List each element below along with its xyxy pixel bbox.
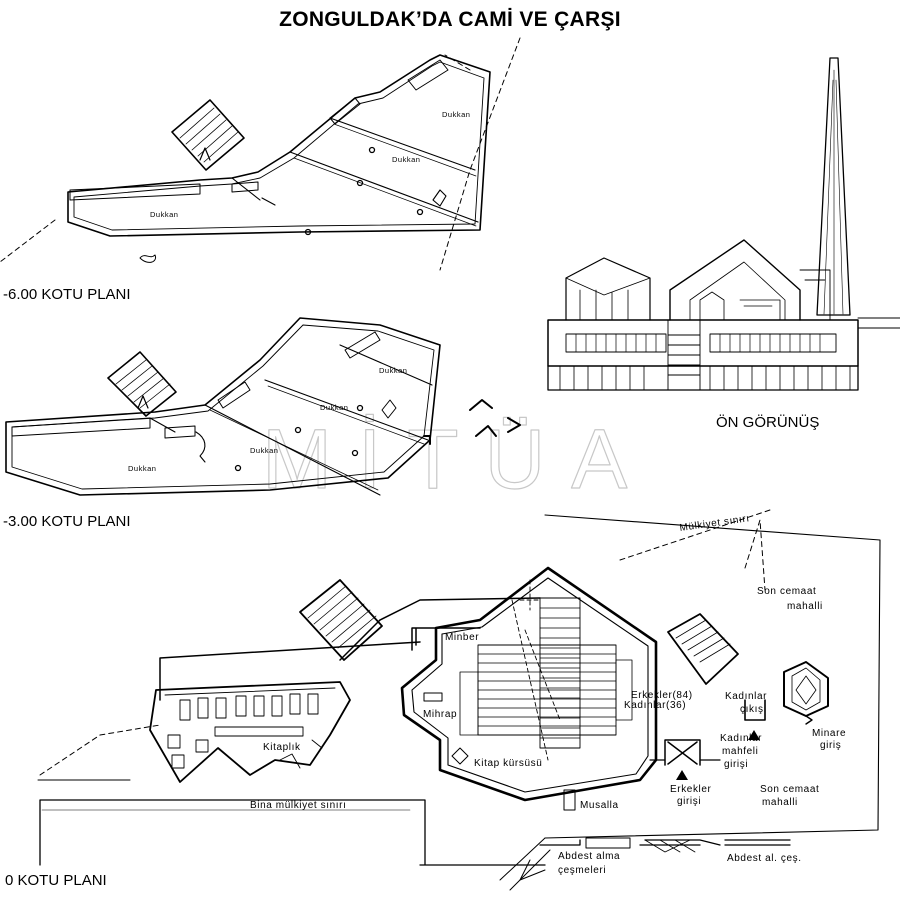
label-mihrap: Mihrap bbox=[423, 709, 457, 720]
label-son-cemaat-bottom: Son cemaat bbox=[760, 784, 819, 795]
caption-elevation: ÖN GÖRÜNÜŞ bbox=[716, 414, 820, 431]
label-mulkiyet: Mülkiyet sınırı bbox=[679, 513, 751, 534]
label-kadinlar-mahfeli: Kadınlar bbox=[720, 733, 762, 744]
caption-minus-3: -3.00 KOTU PLANI bbox=[3, 513, 131, 530]
label-son-cemaat-top: mahalli bbox=[787, 601, 823, 612]
label-bina-mulkiyet: Bina mülkiyet sınırı bbox=[250, 800, 346, 811]
plan-ground: Mülkiyet sınırı Son cemaat mahalli Minbe… bbox=[37, 509, 881, 891]
label-abdest-right: Abdest al. çeş. bbox=[727, 853, 802, 864]
caption-minus-6: -6.00 KOTU PLANI bbox=[3, 286, 131, 303]
plan-minus-3: Dukkan Dukkan Dukkan Dukkan bbox=[5, 317, 521, 496]
label-erkekler: Erkekler(84) bbox=[631, 690, 693, 701]
label-erkekler-girisi: girişi bbox=[677, 796, 701, 807]
label-kadinlar-cikis: Kadınlar bbox=[725, 691, 767, 702]
label-minare: giriş bbox=[820, 740, 841, 751]
label-erkekler-girisi: Erkekler bbox=[670, 784, 712, 795]
room-label: Dukkan bbox=[250, 446, 278, 455]
stair-icon bbox=[299, 579, 383, 661]
label-abdest: çeşmeleri bbox=[558, 865, 606, 876]
stair-icon bbox=[667, 613, 739, 685]
label-abdest: Abdest alma bbox=[558, 851, 620, 862]
plan-minus-6: Dukkan Dukkan Dukkan bbox=[0, 37, 521, 271]
sheet-title: ZONGULDAK’DA CAMİ VE ÇARŞI bbox=[279, 8, 621, 31]
stair-icon bbox=[107, 351, 177, 417]
room-label: Dukkan bbox=[150, 210, 178, 219]
label-kitaplik: Kitaplık bbox=[263, 742, 301, 753]
label-kadinlar-mahfeli: girişi bbox=[724, 759, 748, 770]
room-label: Dukkan bbox=[392, 155, 420, 164]
label-son-cemaat-bottom: mahalli bbox=[762, 797, 798, 808]
minaret-plan bbox=[783, 661, 829, 725]
stair-icon bbox=[171, 99, 245, 171]
room-label: Dukkan bbox=[320, 403, 348, 412]
watermark: MİTÜA bbox=[262, 412, 653, 506]
label-kitap-kursusu: Kitap kürsüsü bbox=[474, 758, 542, 769]
room-label: Dukkan bbox=[379, 366, 407, 375]
label-musalla: Musalla bbox=[580, 800, 619, 811]
caption-ground: 0 KOTU PLANI bbox=[5, 872, 107, 889]
label-minber: Minber bbox=[445, 632, 479, 643]
front-elevation bbox=[547, 57, 900, 391]
label-kadinlar-cikis: çıkışı bbox=[740, 704, 767, 715]
room-label: Dukkan bbox=[128, 464, 156, 473]
room-label: Dukkan bbox=[442, 110, 470, 119]
label-son-cemaat-top: Son cemaat bbox=[757, 586, 816, 597]
label-kadinlar: Kadınlar(36) bbox=[624, 700, 686, 711]
label-minare: Minare bbox=[812, 728, 846, 739]
label-kadinlar-mahfeli: mahfeli bbox=[722, 746, 758, 757]
